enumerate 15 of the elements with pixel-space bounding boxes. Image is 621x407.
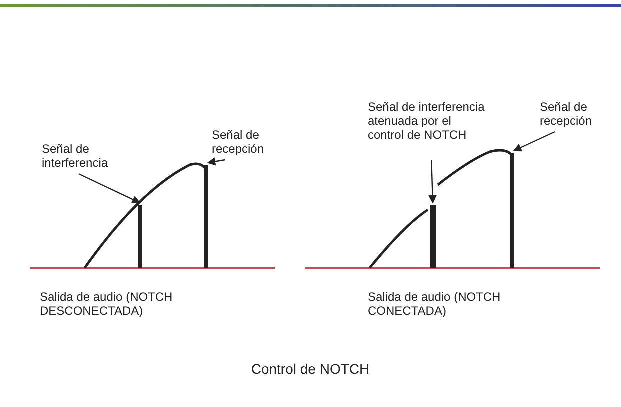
leader-line: [513, 131, 556, 152]
output-label: Salida de audio (NOTCH DESCONECTADA): [40, 290, 174, 318]
signal-label: Señal de interferencia atenuada por el control de NOTCH: [368, 100, 488, 142]
caption: Control de NOTCH: [250, 362, 371, 376]
leader-line: [78, 173, 141, 204]
signal-bar: [510, 153, 514, 268]
signal-bar: [430, 205, 436, 268]
signal-label: Señal de recepción: [540, 100, 615, 128]
leader-line: [207, 158, 226, 166]
output-label: Salida de audio (NOTCH CONECTADA): [368, 290, 502, 318]
signal-bar: [204, 165, 208, 268]
signal-label: Señal de recepción: [212, 128, 300, 156]
signal-bar: [138, 205, 142, 268]
leader-line: [428, 160, 437, 204]
signal-label: Señal de interferencia: [42, 142, 134, 170]
